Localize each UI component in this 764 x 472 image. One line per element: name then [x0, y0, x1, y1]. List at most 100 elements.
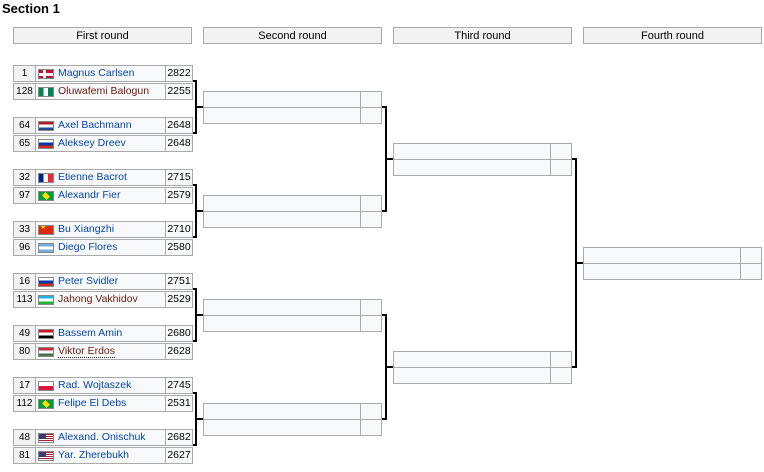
empty-player-row: [583, 263, 762, 280]
empty-score: [360, 196, 381, 211]
player-name[interactable]: Bu Xiangzhi: [58, 222, 114, 237]
empty-score: [550, 352, 571, 367]
bracket-line: [575, 262, 583, 264]
bracket-line: [195, 418, 203, 420]
player-name[interactable]: Bassem Amin: [58, 326, 122, 341]
empty-score: [550, 368, 571, 383]
player-name-link[interactable]: Diego Flores: [58, 241, 118, 253]
empty-score: [360, 300, 381, 315]
player-name[interactable]: Aleksey Dreev: [58, 136, 126, 151]
player-rating: 2529: [165, 292, 192, 307]
egypt-flag-icon: [38, 329, 54, 339]
player-name-link[interactable]: Alexand. Onischuk: [58, 431, 146, 443]
france-flag-icon: [38, 173, 54, 183]
player-seed: 33: [14, 222, 36, 237]
player-rating: 2715: [165, 170, 192, 185]
empty-player-row: [393, 351, 572, 368]
player-rating: 2710: [165, 222, 192, 237]
bracket-line: [195, 210, 203, 212]
round-header-second: Second round: [203, 27, 382, 44]
empty-score: [550, 160, 571, 175]
player-name-link[interactable]: Yar. Zherebukh: [58, 449, 130, 461]
empty-score: [360, 420, 381, 435]
usa-flag-icon: [38, 451, 54, 461]
player-name[interactable]: Jahong Vakhidov: [58, 292, 138, 307]
player-row: 1 Magnus Carlsen 2822: [13, 65, 193, 82]
player-name[interactable]: Axel Bachmann: [58, 118, 132, 133]
poland-flag-icon: [38, 381, 54, 391]
player-name-link[interactable]: Viktor Erdos: [58, 345, 115, 358]
player-name[interactable]: Alexand. Onischuk: [58, 430, 146, 445]
empty-score: [360, 316, 381, 331]
empty-score: [360, 404, 381, 419]
player-seed: 48: [14, 430, 36, 445]
round-header-third: Third round: [393, 27, 572, 44]
player-rating: 2822: [165, 66, 192, 81]
player-seed: 81: [14, 448, 36, 463]
player-name[interactable]: Magnus Carlsen: [58, 66, 134, 81]
player-name[interactable]: Peter Svidler: [58, 274, 118, 289]
round-header-fourth: Fourth round: [583, 27, 762, 44]
player-seed: 64: [14, 118, 36, 133]
bracket-line: [572, 366, 576, 368]
player-name-link[interactable]: Felipe El Debs: [58, 397, 127, 409]
player-name[interactable]: Alexandr Fier: [58, 188, 120, 203]
norway-flag-icon: [38, 69, 54, 79]
player-seed: 128: [14, 84, 36, 99]
empty-player-row: [203, 403, 382, 420]
player-rating: 2531: [165, 396, 192, 411]
player-name-link[interactable]: Jahong Vakhidov: [58, 293, 138, 305]
section-title: Section 1: [2, 1, 60, 16]
empty-player-row: [393, 159, 572, 176]
uzbekistan-flag-icon: [38, 295, 54, 305]
nigeria-flag-icon: [38, 87, 54, 97]
player-name[interactable]: Diego Flores: [58, 240, 118, 255]
player-name-link[interactable]: Rad. Wojtaszek: [58, 379, 132, 391]
player-name-link[interactable]: Aleksey Dreev: [58, 137, 126, 149]
empty-player-row: [583, 247, 762, 264]
player-name[interactable]: Rad. Wojtaszek: [58, 378, 131, 393]
empty-player-row: [203, 315, 382, 332]
player-name[interactable]: Viktor Erdos: [58, 344, 115, 359]
bracket-line: [382, 314, 386, 316]
player-seed: 80: [14, 344, 36, 359]
player-name-link[interactable]: Axel Bachmann: [58, 119, 132, 131]
netherlands-flag-icon: [38, 121, 54, 131]
player-rating: 2628: [165, 344, 192, 359]
argentina-flag-icon: [38, 243, 54, 253]
player-name-link[interactable]: Alexandr Fier: [58, 189, 121, 201]
empty-score: [550, 144, 571, 159]
bracket-line: [195, 314, 203, 316]
player-seed: 65: [14, 136, 36, 151]
player-name[interactable]: Oluwafemi Balogun: [58, 84, 149, 99]
player-name-link[interactable]: Peter Svidler: [58, 275, 119, 287]
player-name[interactable]: Felipe El Debs: [58, 396, 126, 411]
player-name-link[interactable]: Bassem Amin: [58, 327, 123, 339]
russia-flag-icon: [38, 277, 54, 287]
player-name-link[interactable]: Magnus Carlsen: [58, 67, 135, 79]
player-seed: 97: [14, 188, 36, 203]
player-rating: 2580: [165, 240, 192, 255]
bracket-line: [385, 366, 393, 368]
player-name[interactable]: Yar. Zherebukh: [58, 448, 129, 463]
player-name-link[interactable]: Oluwafemi Balogun: [58, 85, 150, 97]
bracket-line: [572, 158, 576, 160]
player-name[interactable]: Etienne Bacrot: [58, 170, 127, 185]
player-name-link[interactable]: Bu Xiangzhi: [58, 223, 115, 235]
china-flag-icon: [38, 225, 54, 235]
empty-score: [740, 264, 761, 279]
empty-player-row: [203, 299, 382, 316]
player-seed: 1: [14, 66, 36, 81]
bracket-line: [382, 210, 386, 212]
player-name-link[interactable]: Etienne Bacrot: [58, 171, 127, 183]
